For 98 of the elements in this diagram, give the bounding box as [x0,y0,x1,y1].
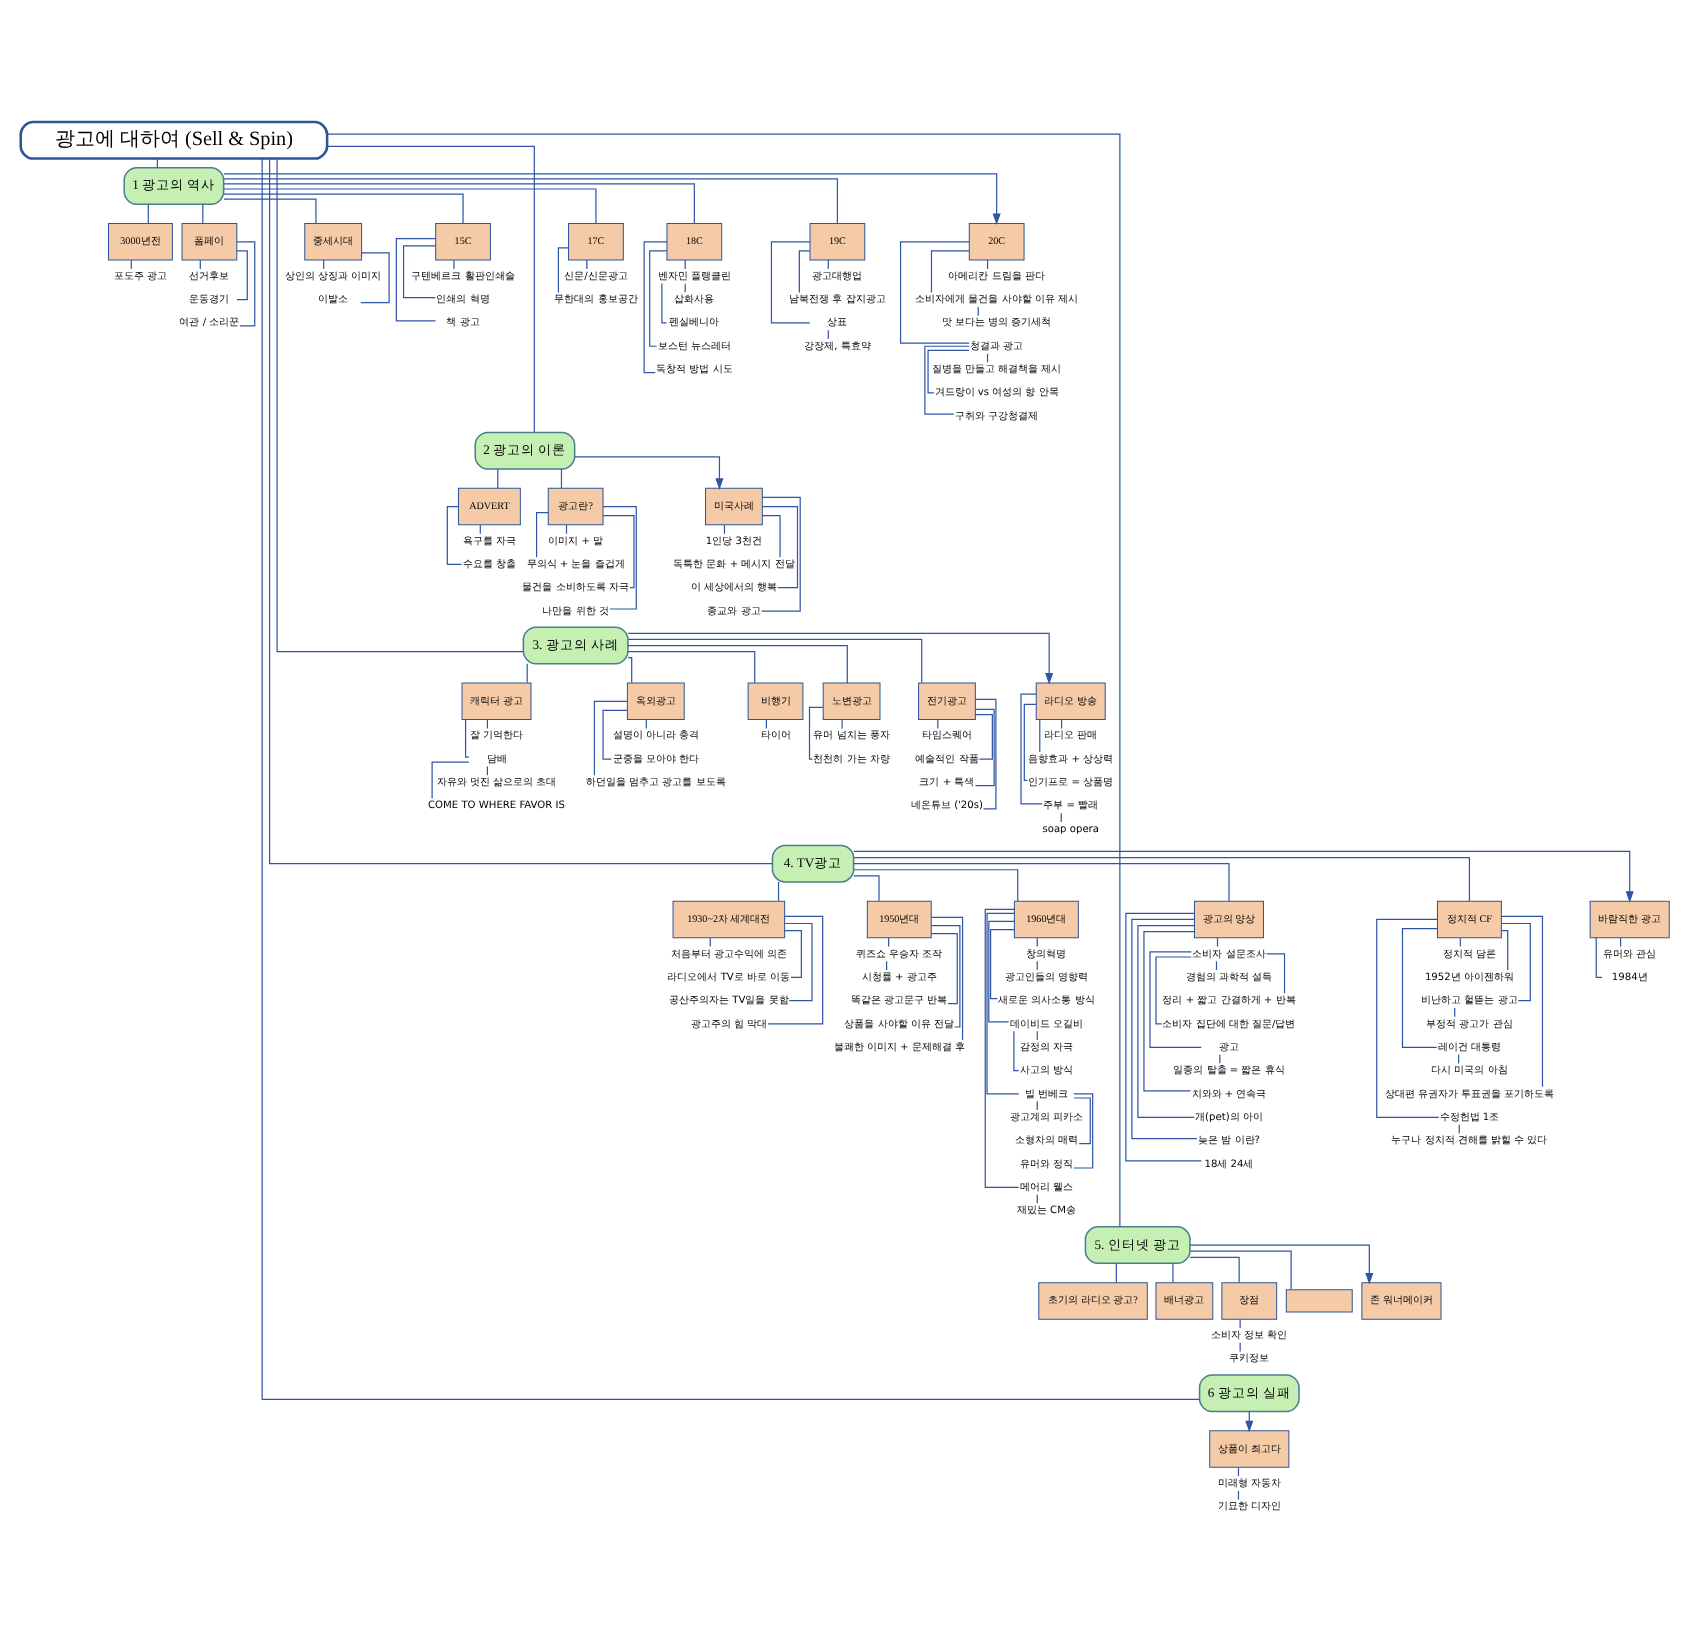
connector [761,515,781,558]
connector [808,706,824,760]
connector [643,241,668,374]
connector [236,241,256,327]
connector [602,709,628,760]
connector [777,881,780,902]
connector [930,916,964,1041]
connector [1189,1256,1240,1283]
connector [853,869,1019,902]
connector [930,933,958,1005]
connector [899,241,970,344]
connector [1189,1250,1292,1290]
connector [974,698,997,810]
connector [1073,1097,1091,1145]
connector [147,203,149,224]
connector [326,133,1121,1228]
arrow [223,173,1001,226]
connector [560,468,563,489]
connector [1039,719,1041,753]
connector [761,505,799,589]
connector [927,349,970,394]
connector [1155,956,1192,1025]
connector [1143,931,1195,1092]
connector [798,250,811,294]
connector [1073,1093,1094,1169]
connector [853,863,1230,902]
connector [1149,951,1202,1048]
connector [223,188,597,224]
connector [627,657,633,684]
connector [269,158,773,865]
connector [1137,924,1195,1118]
connector [627,638,923,684]
node-box: 광고에 대하여 (Sell & Spin) [19,120,329,160]
connector [1401,927,1438,1048]
connector [464,719,470,758]
connector [602,505,637,610]
connector [223,193,464,225]
connector [453,259,455,270]
connector [930,924,961,1028]
connector [395,238,437,322]
connector [1501,922,1531,1002]
connector [223,183,695,225]
connector [649,250,668,347]
connector [761,496,801,612]
connector [1239,1342,1241,1353]
connector [770,241,811,324]
connector [784,930,802,978]
connector [661,282,668,324]
connector [223,178,838,224]
connector [593,700,628,776]
connector [360,252,390,304]
connector [974,708,995,787]
connector [1023,703,1037,782]
connector [1500,930,1509,971]
arrow [574,456,724,490]
arrow [627,632,1054,685]
connector [1219,1054,1221,1064]
connector [784,922,813,1002]
arrow [853,850,1634,903]
connector [841,719,843,730]
connector [986,912,1020,1095]
connector [1020,693,1043,805]
connector [431,761,470,800]
connector [276,158,524,653]
connector [853,856,1471,902]
connector [497,468,499,489]
connector [1125,912,1202,1162]
connector [261,158,1200,1400]
connector [1172,1262,1174,1283]
connector [930,250,970,294]
connector [627,651,756,684]
connector [202,203,204,224]
connector [1131,918,1198,1140]
connector [402,245,436,299]
connector [1595,937,1603,978]
connector [526,663,528,684]
connector [924,345,970,415]
connector [984,908,1020,1188]
connector [853,875,880,902]
connector [236,250,248,301]
connector [627,644,848,684]
node-box [1285,1289,1353,1313]
arrow [1189,1244,1374,1285]
connector [446,505,463,565]
connector [1239,1318,1241,1329]
connector [1376,918,1440,1118]
connector [557,247,569,293]
connector [1501,915,1544,1088]
connector [1013,1030,1020,1072]
connector [988,920,1015,1023]
connector [1115,1262,1117,1283]
connector [989,929,1015,1000]
connector [326,145,535,433]
connector [974,713,993,760]
connector [223,198,317,225]
connector [602,515,635,589]
connector [536,512,549,558]
connector [767,915,824,1025]
